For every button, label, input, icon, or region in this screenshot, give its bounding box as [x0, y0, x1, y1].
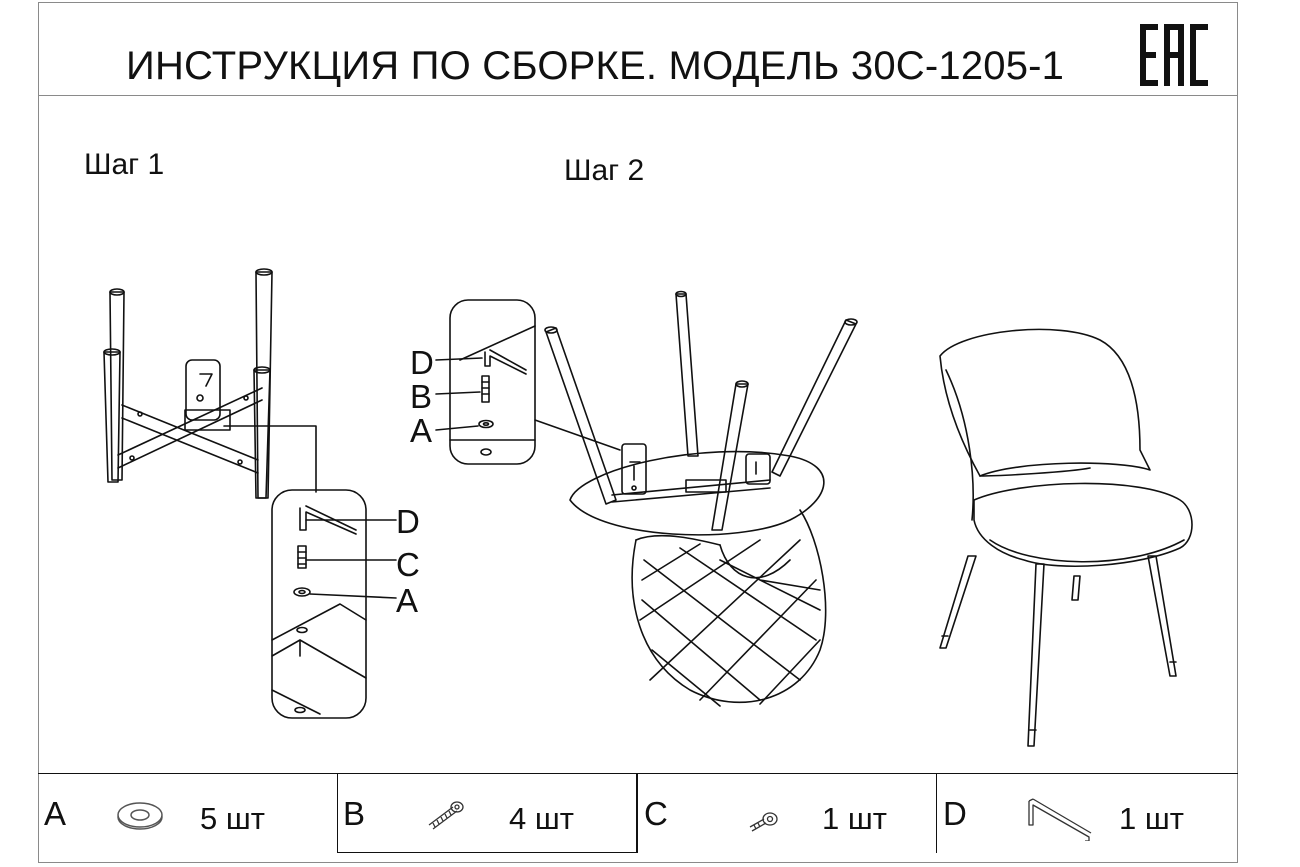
parts-top-rule [38, 773, 1238, 774]
step-2-label: Шаг 2 [564, 154, 645, 187]
step1-callout-d: D [396, 503, 420, 540]
header-divider [38, 95, 1238, 96]
parts-divider [936, 773, 937, 853]
step2-callout-d: D [410, 344, 434, 381]
part-b-letter: B [343, 795, 366, 832]
step1-callout-a: A [396, 582, 418, 619]
part-d-letter: D [943, 795, 967, 832]
part-a: A 5 шт [38, 773, 336, 853]
part-c: C 1 шт [638, 773, 936, 853]
step2-callout-a: A [410, 412, 432, 449]
parts-divider [337, 773, 338, 853]
long-bolt-icon [428, 801, 464, 830]
parts-divider [637, 773, 638, 853]
step2-detail-panel [435, 299, 621, 465]
part-b-quantity: 4 шт [509, 801, 574, 836]
washer-icon [117, 802, 163, 830]
page-title: ИНСТРУКЦИЯ ПО СБОРКЕ. МОДЕЛЬ 30С-1205-1 [126, 44, 1065, 88]
parts-list: A 5 шт B 4 шт C [38, 773, 1238, 863]
part-a-quantity: 5 шт [200, 801, 265, 836]
eac-mark-icon [1140, 24, 1208, 86]
part-a-letter: A [44, 795, 67, 832]
short-bolt-icon [749, 812, 778, 832]
part-b: B 4 шт [337, 773, 637, 853]
step1-detail-panel [271, 489, 397, 719]
step2-callout-b: B [410, 378, 432, 415]
part-c-letter: C [644, 795, 668, 832]
hex-key-icon [1028, 798, 1092, 841]
part-d: D 1 шт [937, 773, 1237, 853]
assembled-chair [939, 328, 1193, 747]
step-1-label: Шаг 1 [84, 148, 165, 181]
page-frame [38, 2, 1238, 863]
step1-callout-c: C [396, 546, 420, 583]
part-c-quantity: 1 шт [822, 801, 887, 836]
step1-leg-frame [103, 268, 317, 499]
step2-upside-down-chair [544, 290, 858, 707]
part-d-quantity: 1 шт [1119, 801, 1184, 836]
